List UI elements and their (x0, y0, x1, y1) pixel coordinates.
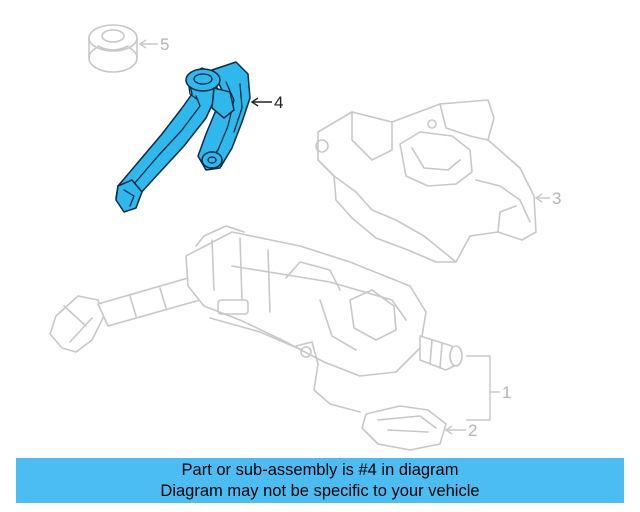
banner-line-2: Diagram may not be specific to your vehi… (160, 482, 480, 500)
callout-4: 4 (250, 93, 283, 112)
part-3-column-bracket[interactable] (315, 99, 537, 263)
part-2-pad[interactable] (361, 405, 447, 451)
part-5-grommet[interactable] (88, 24, 138, 73)
callout-2: 2 (444, 421, 477, 440)
callout-1-label: 1 (502, 383, 511, 402)
info-banner: Part or sub-assembly is #4 in diagram Di… (16, 458, 624, 503)
callout-5-label: 5 (160, 35, 169, 54)
callout-3: 3 (534, 189, 561, 208)
callout-4-label: 4 (274, 93, 283, 112)
callout-3-label: 3 (552, 189, 561, 208)
part-4-lever-highlighted[interactable] (115, 61, 251, 213)
callout-5: 5 (138, 35, 169, 54)
banner-line-1: Part or sub-assembly is #4 in diagram (181, 461, 459, 479)
callout-1: 1 (466, 355, 511, 421)
part-1-steering-column[interactable] (49, 225, 463, 413)
parts-diagram: 5 3 (49, 24, 561, 451)
callout-2-label: 2 (468, 421, 477, 440)
